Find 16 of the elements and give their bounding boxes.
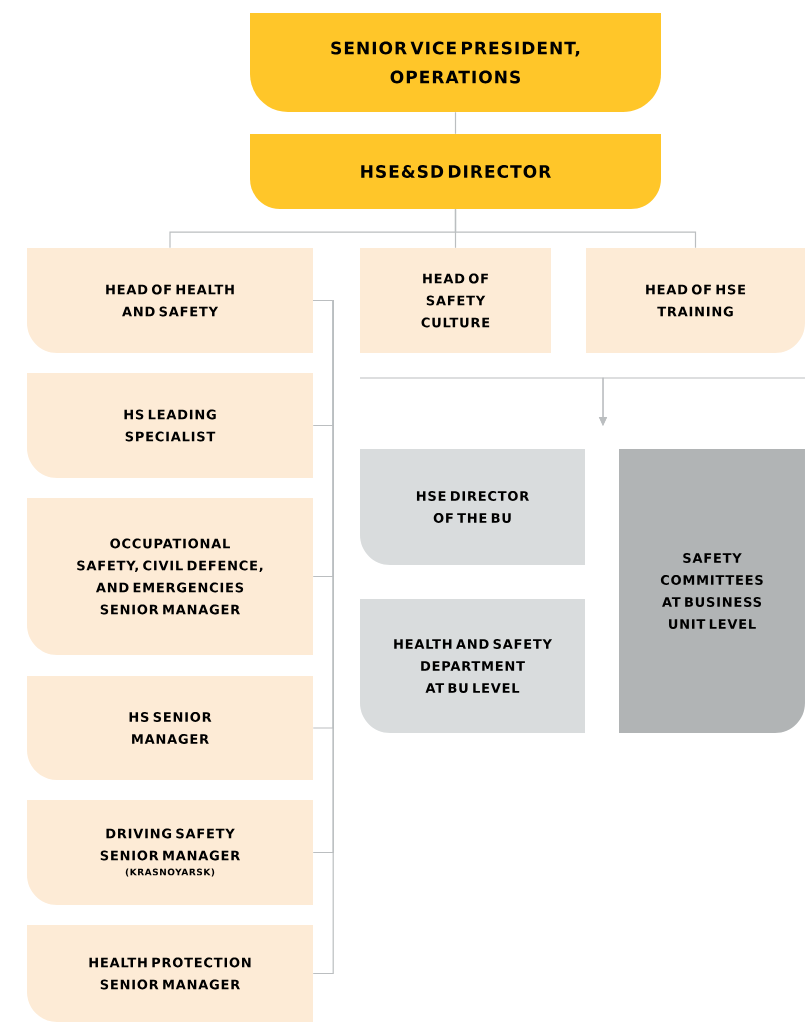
unit-box: HSE DIRECTOR OF THE BU xyxy=(360,449,585,565)
title-box: HSE&SD DIRECTOR xyxy=(250,134,661,209)
connector-line xyxy=(454,111,457,135)
connector-line xyxy=(312,299,334,975)
role-box: HEAD OF HSE TRAINING xyxy=(586,248,805,353)
connector-line xyxy=(454,208,697,249)
unit-box: HEALTH AND SAFETY DEPARTMENT AT BU LEVEL xyxy=(360,599,585,733)
title-box: SENIOR VICE PRESIDENT, OPERATIONS xyxy=(250,13,661,112)
role-box: OCCUPATIONAL SAFETY, CIVIL DEFENCE, AND EMERGENCIES SENIOR MANAGER xyxy=(27,498,313,655)
role-box: HEALTH PROTECTION SENIOR MANAGER xyxy=(27,925,313,1022)
role-box: DRIVING SAFETY SENIOR MANAGER (KRASNOYARSK) xyxy=(27,800,313,905)
role-box: HS SENIOR MANAGER xyxy=(27,676,313,780)
role-box: HEAD OF SAFETY CULTURE xyxy=(360,248,551,353)
committee-box: SAFETY COMMITTEES AT BUSINESS UNIT LEVEL xyxy=(619,449,805,733)
role-box: HEAD OF HEALTH AND SAFETY xyxy=(27,248,313,353)
role-box: HS LEADING SPECIALIST xyxy=(27,373,313,478)
